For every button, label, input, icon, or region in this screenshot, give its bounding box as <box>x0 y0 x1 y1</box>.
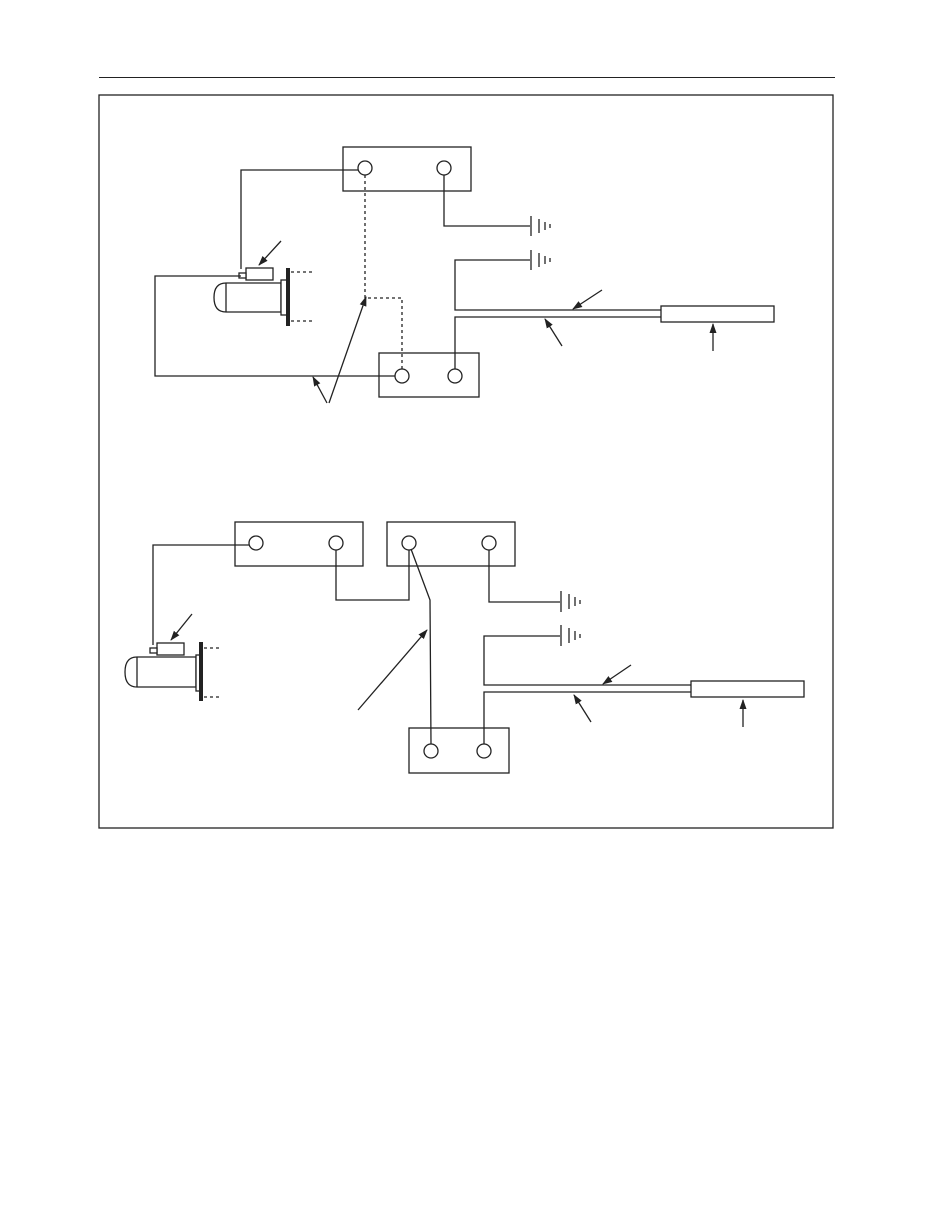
ground-symbol-lower-2 <box>560 625 581 646</box>
terminal-lower-right <box>447 368 463 384</box>
sensor-element-lower <box>690 680 805 698</box>
wire-sensor-signal-lower <box>483 691 691 744</box>
callout-arrow-link-wire <box>357 629 428 711</box>
terminal-bottom-left <box>423 743 439 759</box>
sensor-element <box>660 305 775 323</box>
callout-arrow-dashed-link <box>328 296 367 404</box>
terminal-right-a <box>401 535 417 551</box>
callout-arrow-ground-wire-lower <box>602 664 632 685</box>
terminal-left-a <box>248 535 264 551</box>
wire-ground-lower-2 <box>483 635 691 686</box>
terminal-upper-right <box>436 160 452 176</box>
callout-arrow-solenoid-lower <box>170 613 193 641</box>
terminal-lower-left <box>394 368 410 384</box>
wire-sensor-signal <box>454 316 661 369</box>
callout-arrow-ground-wire <box>572 289 603 310</box>
wire-ground-lower-1 <box>488 550 560 603</box>
callout-arrow-return-wire <box>312 376 328 404</box>
upper-schematic <box>154 146 775 404</box>
ground-symbol-lower-1 <box>560 591 581 612</box>
wire-starter-return <box>154 275 395 377</box>
ground-symbol-2 <box>530 250 551 270</box>
wire-starter-feed <box>240 169 358 269</box>
wire-ground-2 <box>454 259 661 311</box>
wire-link-down <box>410 548 432 745</box>
terminal-bottom-right <box>476 743 492 759</box>
terminal-left-b <box>328 535 344 551</box>
starter-motor-lower <box>124 642 222 701</box>
header-rule <box>99 77 835 78</box>
callout-arrow-solenoid <box>258 240 282 266</box>
figure-frame <box>98 94 834 829</box>
wire-ground-1 <box>443 175 530 227</box>
callout-arrow-signal-wire-lower <box>573 694 592 723</box>
ground-symbol-1 <box>530 216 551 236</box>
dashed-link-upper <box>364 175 403 369</box>
wire-jumper <box>335 550 410 601</box>
terminal-block-lower <box>378 352 480 398</box>
lower-schematic <box>124 521 805 774</box>
starter-motor <box>213 267 312 326</box>
wire-starter-feed-lower <box>152 544 249 645</box>
terminal-upper-left <box>357 160 373 176</box>
terminal-right-b <box>481 535 497 551</box>
callout-arrow-signal-wire <box>544 318 563 347</box>
